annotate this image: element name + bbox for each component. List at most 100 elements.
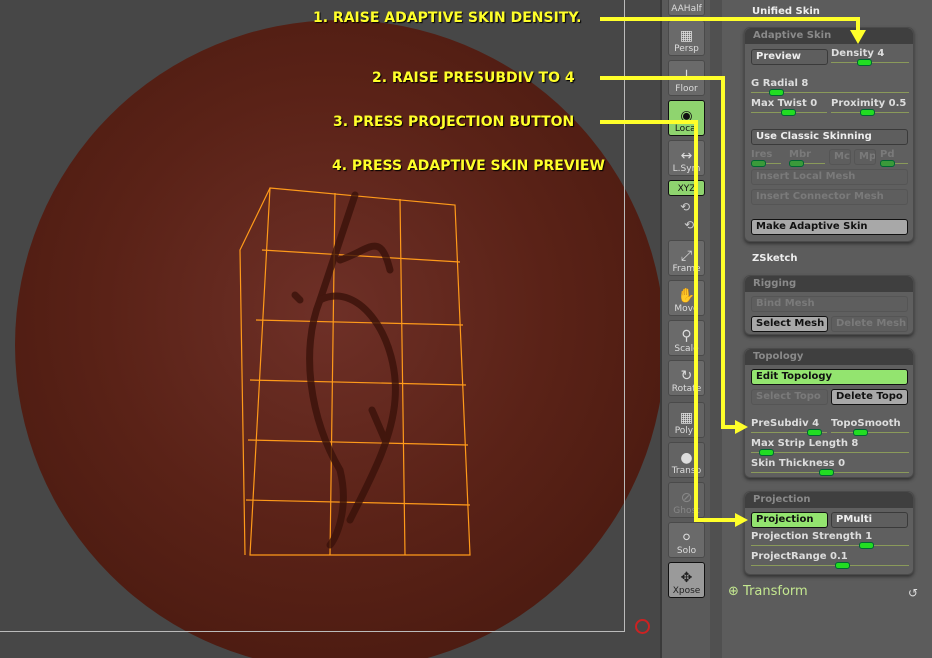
solo-icon: ⚪: [680, 530, 693, 546]
label: Xpose: [672, 586, 701, 596]
local-icon: ◉: [680, 108, 693, 124]
projection-button[interactable]: Projection: [751, 512, 828, 528]
pd-slider[interactable]: Pd: [880, 149, 908, 167]
label: AAHalf: [671, 4, 702, 14]
max-strip-length-slider[interactable]: Max Strip Length 8: [751, 438, 909, 456]
label: ProjectRange 0.1: [751, 551, 848, 562]
label: G Radial 8: [751, 78, 809, 89]
rotate-button[interactable]: ↻Rotate: [668, 360, 705, 396]
scale-button[interactable]: ⚲Scale: [668, 320, 705, 356]
reset-icon[interactable]: ↺: [908, 586, 919, 600]
mc-button[interactable]: Mc: [829, 149, 851, 165]
label: Transp: [671, 466, 702, 476]
project-range-slider[interactable]: ProjectRange 0.1: [751, 551, 909, 569]
pmulti-button[interactable]: PMulti: [831, 512, 908, 528]
mbr-slider[interactable]: Mbr: [789, 149, 825, 167]
persp-button[interactable]: ▦Persp: [668, 20, 705, 56]
use-classic-skinning-button[interactable]: Use Classic Skinning: [751, 129, 908, 145]
ghost-button[interactable]: ⊘Ghost: [668, 482, 705, 518]
panel-divider[interactable]: [710, 0, 722, 658]
frame-button[interactable]: ⤢Frame: [668, 240, 705, 276]
topology-mesh: [239, 187, 471, 556]
instruction-4: 4. PRESS ADAPTIVE SKIN PREVIEW: [332, 158, 605, 174]
select-topo-button[interactable]: Select Topo: [751, 389, 828, 405]
sphere-model: [15, 20, 660, 658]
adaptive-skin-panel: Adaptive Skin Preview Density 4 G Radial…: [744, 27, 914, 242]
record-indicator-icon: [635, 619, 650, 634]
insert-local-mesh-button[interactable]: Insert Local Mesh: [751, 169, 908, 185]
polyframe-icon: ▦: [679, 410, 694, 426]
right-shelf: AAHalf ▦Persp ↓Floor ◉Local ↔L.Sym XYZ ⟲…: [660, 0, 710, 658]
delete-topo-button[interactable]: Delete Topo: [831, 389, 908, 405]
g-radial-slider[interactable]: G Radial 8: [751, 78, 909, 96]
topology-title[interactable]: Topology: [745, 349, 913, 365]
presubdiv-slider[interactable]: PreSubdiv 4: [751, 418, 827, 436]
rotate-y-icon[interactable]: ⟲: [680, 200, 691, 214]
canvas-viewport[interactable]: 1. RAISE ADAPTIVE SKIN DENSITY. 2. RAISE…: [0, 0, 660, 658]
label: PolyF: [674, 426, 699, 436]
label: Transform: [743, 584, 808, 599]
tool-palette: Unified Skin Adaptive Skin Preview Densi…: [722, 0, 932, 658]
instruction-1: 1. RAISE ADAPTIVE SKIN DENSITY.: [313, 10, 582, 26]
lsym-button[interactable]: ↔L.Sym: [668, 140, 705, 176]
label: Max Strip Length 8: [751, 438, 859, 449]
projection-title[interactable]: Projection: [745, 492, 913, 508]
aahalf-button[interactable]: AAHalf: [668, 0, 705, 16]
proximity-slider[interactable]: Proximity 0.5: [831, 98, 909, 116]
projection-panel: Projection Projection PMulti Projection …: [744, 491, 914, 575]
make-adaptive-skin-button[interactable]: Make Adaptive Skin: [751, 219, 908, 235]
toposmooth-slider[interactable]: TopoSmooth: [831, 418, 909, 436]
density-slider[interactable]: Density 4: [831, 48, 909, 66]
label: Scale: [674, 344, 699, 354]
adaptive-skin-title[interactable]: Adaptive Skin: [745, 28, 913, 44]
hand-icon: ✋: [677, 288, 696, 304]
preview-button[interactable]: Preview: [751, 49, 828, 65]
label: Max Twist 0: [751, 98, 818, 109]
ghost-icon: ⊘: [680, 490, 693, 506]
label: Mbr: [789, 149, 812, 160]
instruction-3: 3. PRESS PROJECTION BUTTON: [333, 114, 575, 130]
label: Ghost: [673, 506, 700, 516]
polyf-button[interactable]: ▦PolyF: [668, 402, 705, 438]
xpose-icon: ✥: [680, 570, 693, 586]
floor-icon: ↓: [680, 68, 693, 84]
floor-button[interactable]: ↓Floor: [668, 60, 705, 96]
unified-skin-header[interactable]: Unified Skin: [752, 6, 820, 17]
transp-button[interactable]: ●Transp: [668, 442, 705, 478]
local-button[interactable]: ◉Local: [668, 100, 705, 136]
xpose-button[interactable]: ✥Xpose: [668, 562, 705, 598]
transparency-icon: ●: [680, 450, 693, 466]
select-mesh-button[interactable]: Select Mesh: [751, 316, 828, 332]
insert-connector-mesh-button[interactable]: Insert Connector Mesh: [751, 189, 908, 205]
label: Floor: [675, 84, 698, 94]
label: Density 4: [831, 48, 885, 59]
label: Ires: [751, 149, 773, 160]
label: L.Sym: [672, 164, 701, 174]
bind-mesh-button[interactable]: Bind Mesh: [751, 296, 908, 312]
label: Rotate: [671, 384, 702, 394]
label: Skin Thickness 0: [751, 458, 846, 469]
projection-strength-slider[interactable]: Projection Strength 1: [751, 531, 909, 549]
transform-header[interactable]: ⊕ Transform: [728, 584, 808, 599]
label: Proximity 0.5: [831, 98, 907, 109]
zsketch-header[interactable]: ZSketch: [752, 253, 798, 264]
transform-icon: ⊕: [728, 584, 739, 599]
magnifier-icon: ⚲: [681, 328, 692, 344]
move-button[interactable]: ✋Move: [668, 280, 705, 316]
topology-panel: Topology Edit Topology Select Topo Delet…: [744, 348, 914, 478]
label: Solo: [676, 546, 697, 556]
symmetry-icon: ↔: [680, 148, 693, 164]
label: Pd: [880, 149, 895, 160]
rigging-panel: Rigging Bind Mesh Select Mesh Delete Mes…: [744, 275, 914, 335]
edit-topology-button[interactable]: Edit Topology: [751, 369, 908, 385]
solo-button[interactable]: ⚪Solo: [668, 522, 705, 558]
ires-slider[interactable]: Ires: [751, 149, 781, 167]
max-twist-slider[interactable]: Max Twist 0: [751, 98, 827, 116]
rigging-title[interactable]: Rigging: [745, 276, 913, 292]
skin-thickness-slider[interactable]: Skin Thickness 0: [751, 458, 909, 476]
xyz-button[interactable]: XYZ: [668, 180, 705, 196]
frame-icon: ⤢: [680, 248, 693, 264]
mp-button[interactable]: Mp: [854, 149, 876, 165]
rotate-z-icon[interactable]: ⟲: [684, 218, 695, 232]
delete-mesh-button[interactable]: Delete Mesh: [831, 316, 908, 332]
